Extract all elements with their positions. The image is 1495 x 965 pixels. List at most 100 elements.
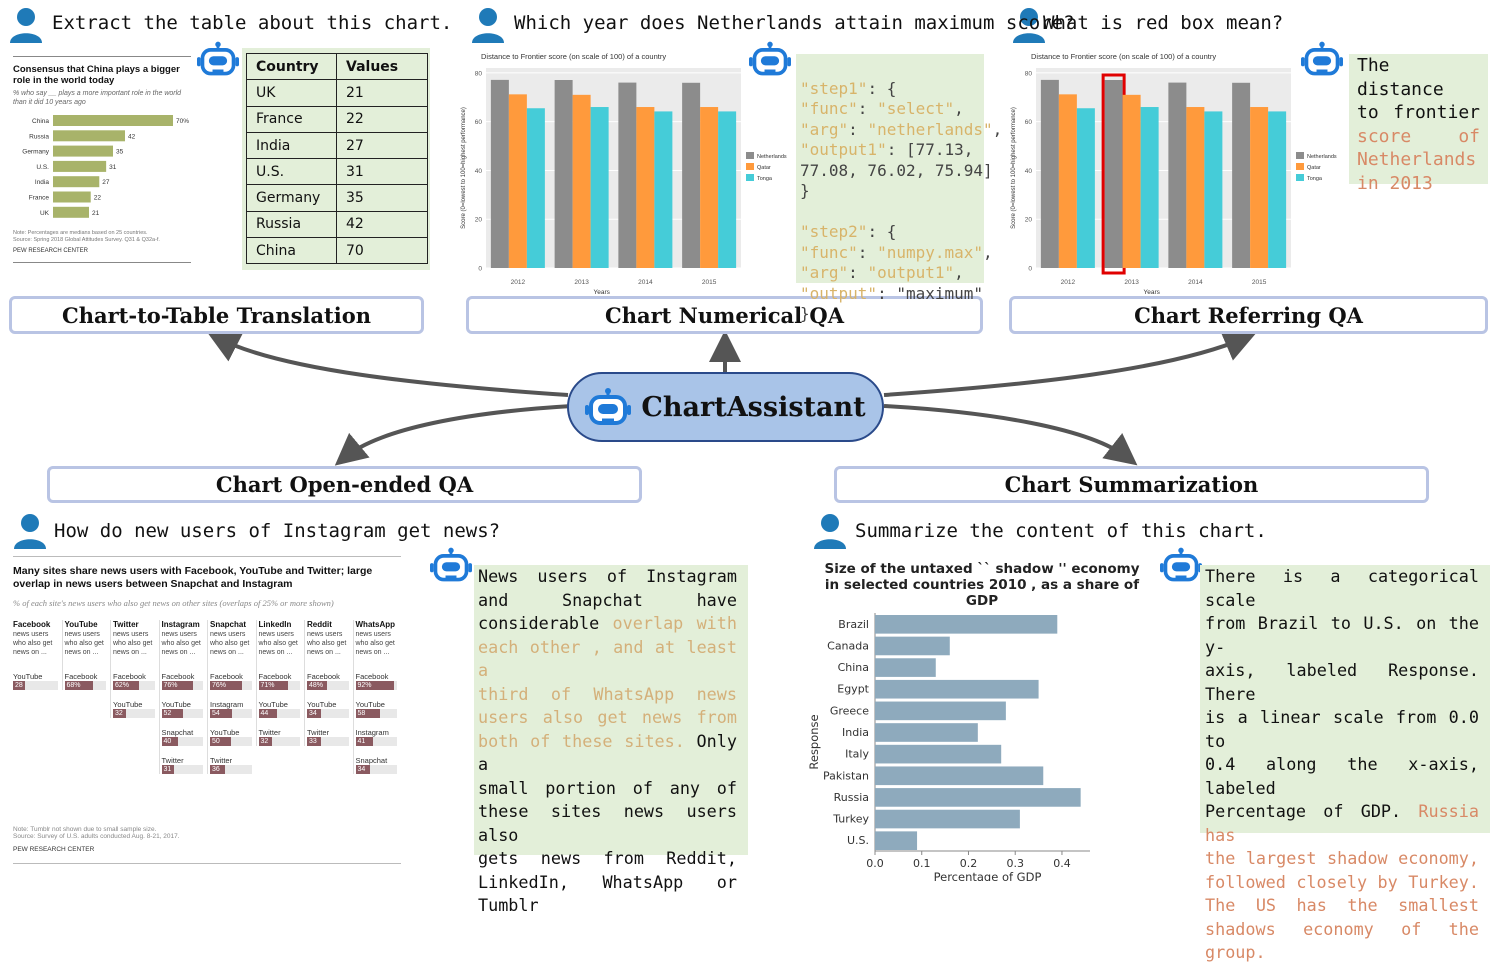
- y-tick-label: 80: [1025, 70, 1033, 77]
- ref-line4: Netherlands: [1357, 149, 1477, 170]
- question-refqa: What is red box mean?: [1043, 12, 1284, 34]
- summ-l7: the largest shadow economy,: [1205, 848, 1479, 868]
- x-axis-label: Percentage of GDP: [934, 870, 1042, 881]
- bar-netherlands: [618, 82, 637, 269]
- robot-icon: [430, 547, 472, 582]
- pew-category-label: China: [32, 118, 49, 125]
- chart-title: Distance to Frontier score (on scale of …: [481, 52, 666, 61]
- chartassistant-label: ChartAssistant: [641, 391, 866, 423]
- code-func1: "select": [877, 99, 955, 118]
- ig-column-sub: news users who also get news on ...: [13, 631, 53, 656]
- pew-category-label: India: [35, 179, 49, 186]
- y-tick-label: 20: [1025, 217, 1033, 224]
- shadow-bar: [875, 658, 936, 677]
- summ-l9: The US has the smallest: [1205, 895, 1479, 915]
- ig-item-bar: 62%: [113, 681, 139, 690]
- task-label: Chart Open-ended QA: [215, 472, 474, 497]
- task-referring-qa: Chart Referring QA: [1009, 296, 1488, 334]
- ig-item-bar: 44: [258, 709, 277, 718]
- pew-chart-subtitle: % who say __ plays a more important role…: [13, 90, 182, 106]
- question-numqa: Which year does Netherlands attain maxim…: [514, 12, 1075, 34]
- ig-item-bar: 52: [161, 709, 184, 718]
- x-tick-label: 0.1: [913, 857, 931, 870]
- summ-l11: group.: [1205, 942, 1266, 962]
- y-tick-label: 20: [475, 217, 483, 224]
- pew-bar: [53, 130, 125, 142]
- x-tick-label: 2015: [702, 279, 717, 286]
- shadow-bar: [875, 788, 1081, 807]
- table-cell-value: 31: [336, 158, 428, 186]
- open-l12: Tumblr: [478, 895, 539, 915]
- ig-item-bar: 54: [210, 709, 233, 718]
- ig-note1: Note: Tumblr not shown due to small samp…: [13, 826, 157, 833]
- x-tick-label: 0.0: [866, 857, 884, 870]
- instagram-overlap-chart: Many sites share news users with Faceboo…: [13, 556, 401, 878]
- pew-category-label: Germany: [22, 149, 49, 156]
- table-cell-country: Germany: [246, 184, 337, 212]
- ig-column-header: Reddit: [307, 620, 332, 629]
- refqa-bar-chart: Distance to Frontier score (on scale of …: [1011, 52, 1337, 296]
- y-tick-label: 40: [475, 168, 483, 175]
- bar-qatar: [1122, 94, 1141, 268]
- task-numerical-qa: Chart Numerical QA: [466, 296, 983, 334]
- ig-item-label: Instagram: [355, 728, 389, 737]
- task-label: Chart Summarization: [1004, 472, 1259, 497]
- shadow-economy-chart: Size of the untaxed `` shadow '' economy…: [807, 561, 1140, 881]
- y-tick-label: Turkey: [832, 813, 869, 826]
- summ-l6: Percentage of GDP. Russia has: [1205, 801, 1479, 845]
- table-row: U.S.31: [246, 158, 428, 186]
- user-icon: [814, 514, 846, 549]
- user-icon: [14, 514, 46, 549]
- arrow-to-openqa: [334, 404, 573, 466]
- table-cell-value: 42: [336, 210, 428, 239]
- pew-bar: [53, 160, 107, 172]
- chartassistant-node: ChartAssistant: [567, 372, 884, 442]
- ig-item-bar: 76%: [210, 681, 242, 690]
- ig-item-bar: 76%: [161, 681, 194, 690]
- pew-category-label: Russia: [29, 133, 49, 140]
- legend-label: Tonga: [1307, 176, 1323, 182]
- question-openqa: How do new users of Instagram get news?: [54, 520, 501, 542]
- pew-source: PEW RESEARCH CENTER: [13, 248, 89, 254]
- y-tick-label: 60: [1025, 119, 1033, 126]
- x-tick-label: 0.3: [1006, 857, 1024, 870]
- code-func-key: "func": [800, 242, 858, 262]
- code-arg-key: "arg": [800, 263, 849, 282]
- table-cell-country: UK: [246, 79, 337, 107]
- chart-title: Distance to Frontier score (on scale of …: [1031, 52, 1216, 61]
- arrow-to-refqa: [883, 331, 1257, 397]
- robot-icon: [1160, 547, 1202, 582]
- code-output2: "maximum": [896, 283, 984, 303]
- legend-swatch: [1296, 152, 1304, 159]
- code-output-key: "output": [800, 283, 878, 303]
- ig-column-header: Twitter: [113, 620, 139, 629]
- pew-chart-title: Consensus that China plays a bigger role…: [13, 64, 180, 86]
- bar-qatar: [1058, 94, 1077, 268]
- y-tick-label: 40: [1025, 168, 1033, 175]
- table-header-row: Country Values: [246, 52, 428, 81]
- y-tick-label: China: [838, 661, 869, 674]
- ig-column-header: Facebook: [13, 620, 51, 629]
- code-output1-val1: [77.13,: [905, 140, 974, 159]
- summary-answer-box: There is a categorical scale from Brazil…: [1200, 565, 1490, 962]
- ig-title: Many sites share news users with Faceboo…: [13, 565, 373, 590]
- code-func2: "numpy.max": [877, 242, 984, 262]
- open-l9: these sites news users also: [478, 801, 737, 845]
- open-l7: both of these sites. Only a: [478, 730, 737, 775]
- ig-item-bar: 92%: [355, 681, 394, 690]
- bar-tonga: [526, 108, 545, 269]
- ref-line1: The distance: [1357, 55, 1444, 100]
